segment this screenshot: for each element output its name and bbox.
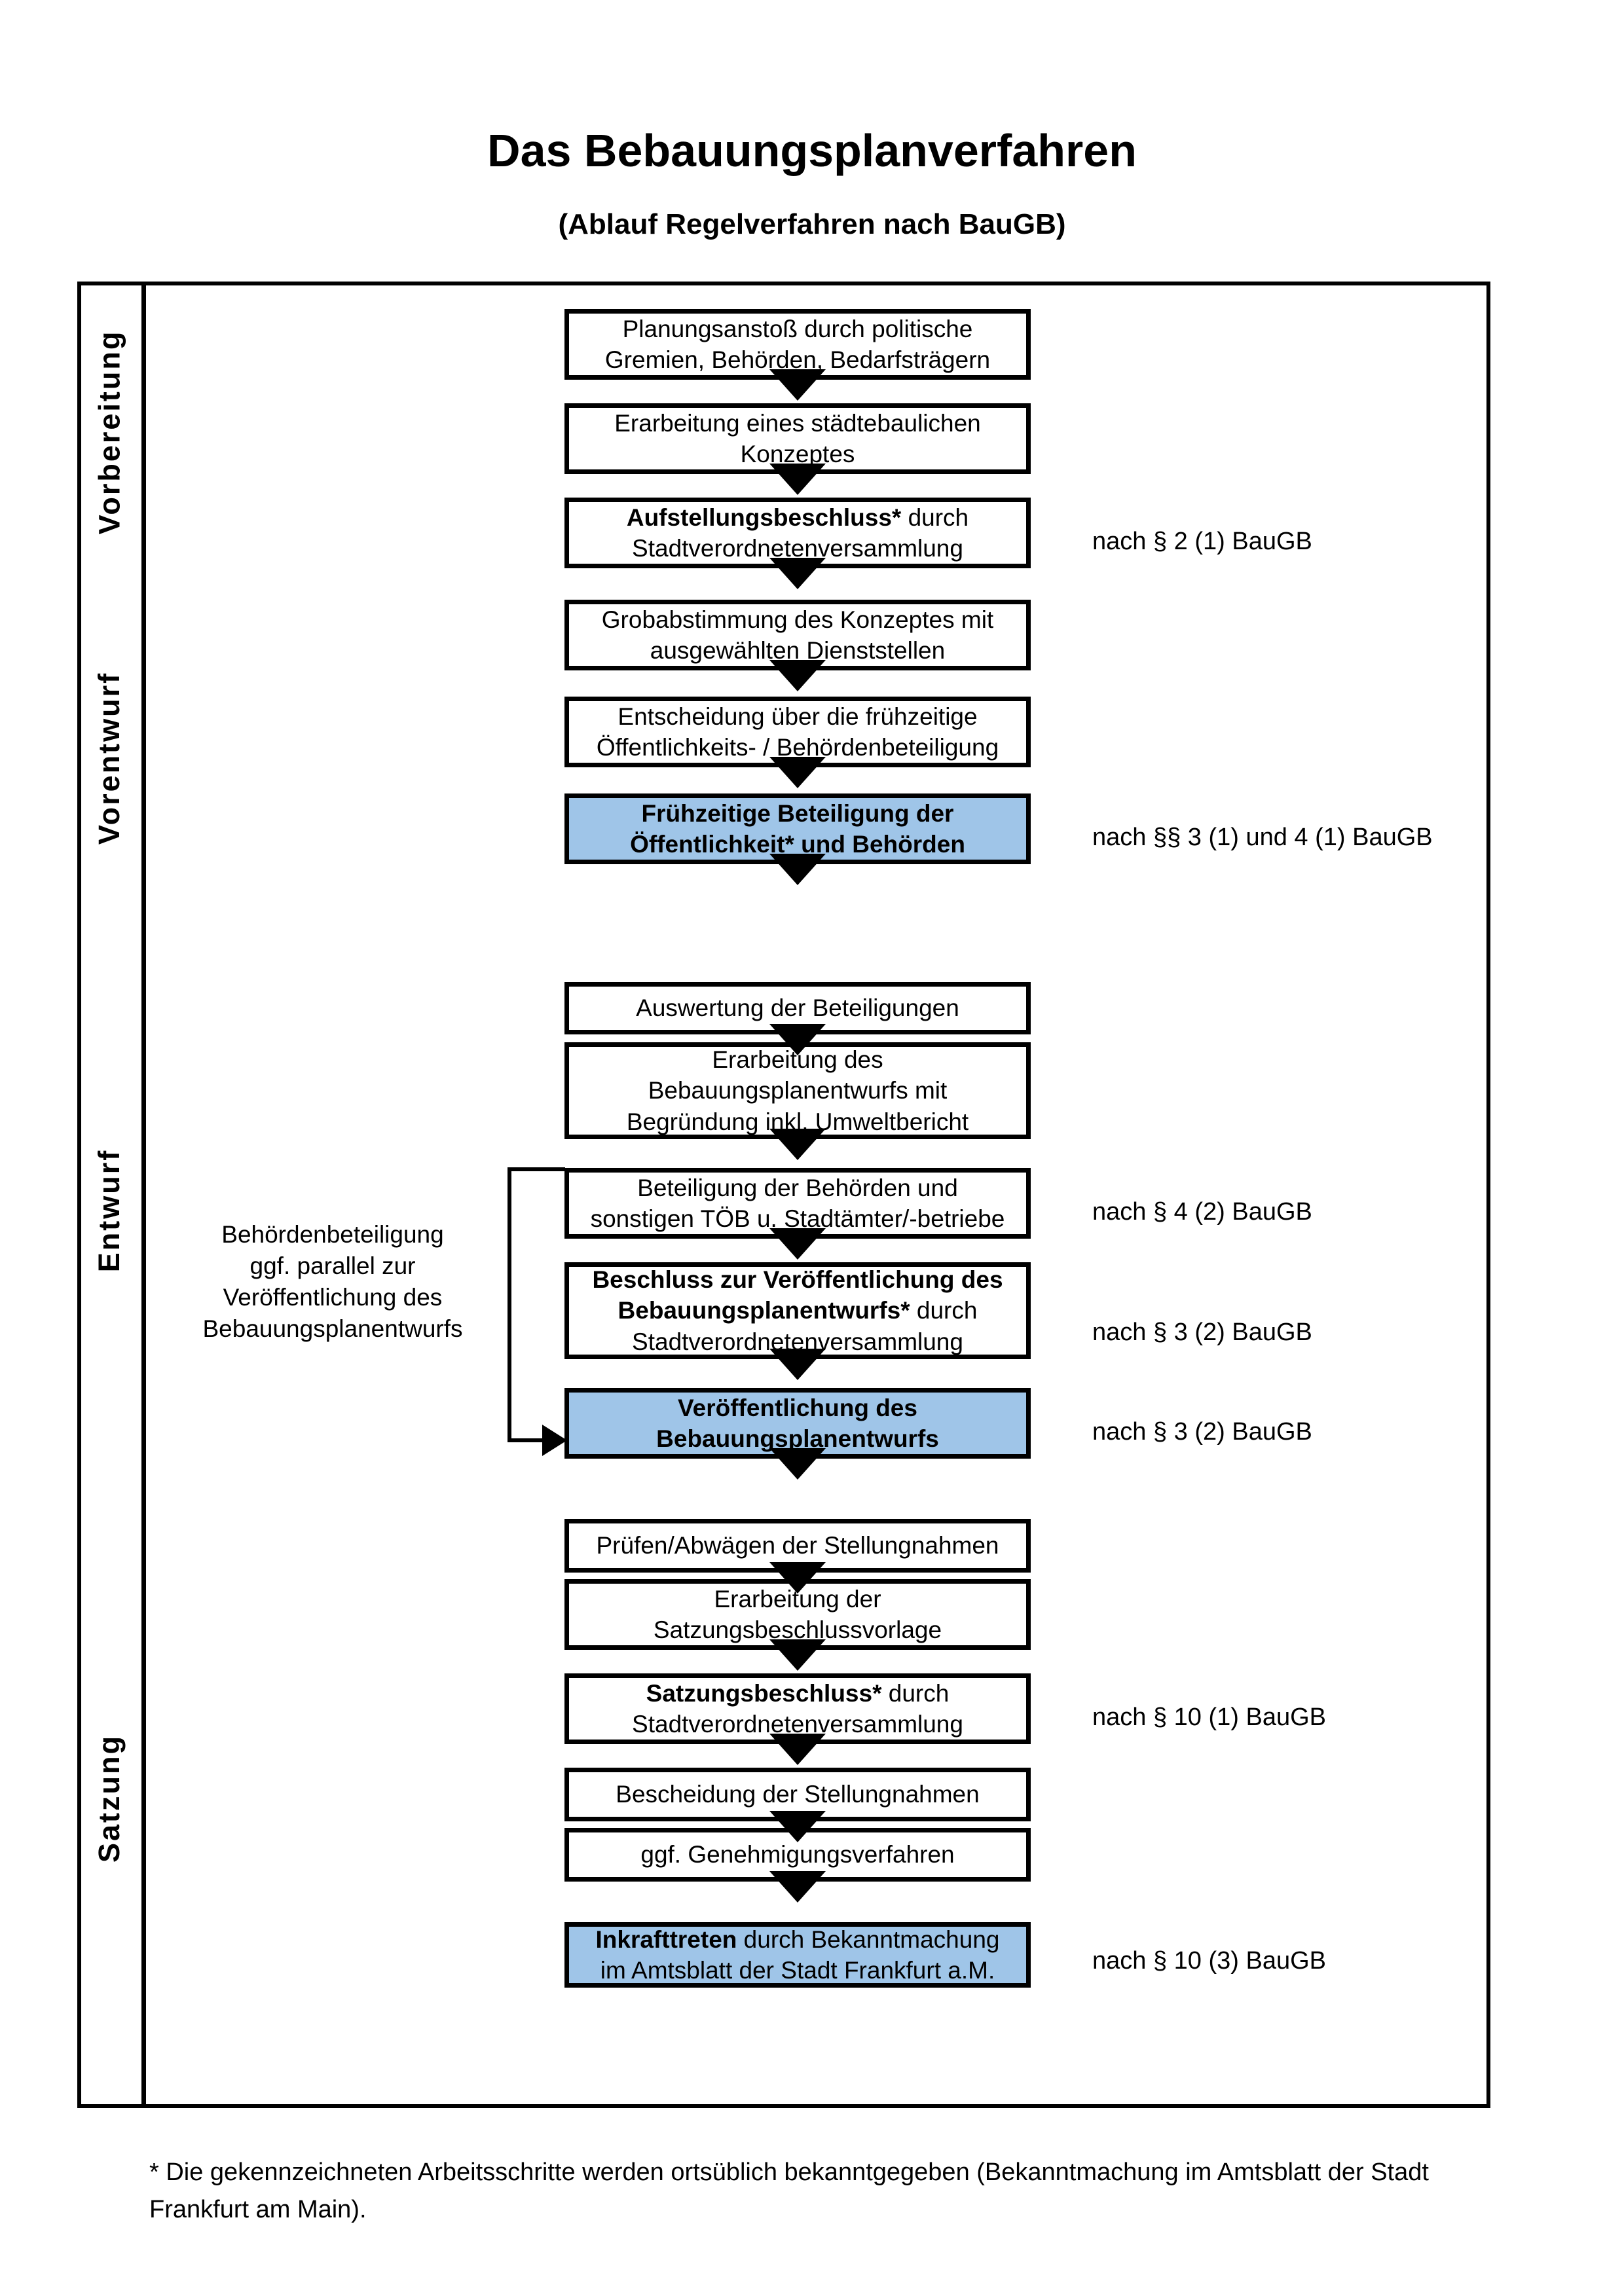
feedback-loop-bottom <box>507 1438 547 1442</box>
legal-reference-veroeffentlichung-entwurf: nach § 3 (2) BauGB <box>1092 1418 1312 1446</box>
section-label-divider <box>141 282 146 2108</box>
emphasis-text: Bebauungsplanentwurfs <box>656 1425 939 1452</box>
legal-reference-aufstellungsbeschluss: nach § 2 (1) BauGB <box>1092 528 1312 555</box>
arrow-down-icon <box>769 1129 826 1160</box>
emphasis-text: Inkrafttreten <box>595 1925 737 1953</box>
arrow-down-icon <box>769 1228 826 1260</box>
side-note-line: ggf. parallel zur <box>249 1252 416 1280</box>
arrow-down-icon <box>769 854 826 885</box>
arrow-down-icon <box>769 1024 826 1055</box>
legal-reference-beschluss-veroeffentlichung: nach § 3 (2) BauGB <box>1092 1319 1312 1346</box>
legal-reference-inkrafttreten: nach § 10 (3) BauGB <box>1092 1947 1326 1975</box>
process-box-text: Bescheidung der Stellungnahmen <box>616 1781 980 1808</box>
process-box-text: ggf. Genehmigungsverfahren <box>640 1841 955 1868</box>
arrow-down-icon <box>769 464 826 495</box>
emphasis-text: Beschluss zur Veröffentlichung des Bebau… <box>592 1266 1003 1324</box>
process-box-beschluss-veroeffentlichung[interactable]: Beschluss zur Veröffentlichung des Bebau… <box>564 1262 1031 1359</box>
emphasis-text: Veröffentlichung des <box>678 1394 917 1421</box>
arrow-down-icon <box>769 1811 826 1842</box>
section-label-text: Vorentwurf <box>92 671 126 845</box>
feedback-loop-left <box>507 1167 511 1442</box>
page-subtitle: (Ablauf Regelverfahren nach BauGB) <box>558 208 1066 240</box>
page-title: Das Bebauungsplanverfahren <box>487 125 1137 176</box>
process-box-text: Beschluss zur Veröffentlichung des Bebau… <box>592 1266 1003 1355</box>
section-label-text: Satzung <box>92 1734 126 1863</box>
section-label-entwurf: Entwurf <box>77 933 141 1488</box>
section-label-vorbereitung: Vorbereitung <box>77 282 141 583</box>
process-box-text: Prüfen/Abwägen der Stellungnahmen <box>596 1532 999 1559</box>
emphasis-text: Öffentlichkeit* und Behörden <box>630 831 965 858</box>
legal-reference-beteiligung-behoerden-toeb: nach § 4 (2) BauGB <box>1092 1198 1312 1226</box>
emphasis-text: Aufstellungsbeschluss* <box>626 503 902 531</box>
section-label-text: Entwurf <box>92 1148 126 1273</box>
emphasis-text: Frühzeitige Beteiligung der <box>641 799 954 827</box>
arrow-down-icon <box>769 369 826 401</box>
arrow-down-icon <box>769 1448 826 1480</box>
legal-reference-fruehzeitige-beteiligung: nach §§ 3 (1) und 4 (1) BauGB <box>1092 824 1433 851</box>
emphasis-text: Satzungsbeschluss* <box>646 1679 882 1707</box>
arrow-down-icon <box>769 558 826 589</box>
section-label-text: Vorbereitung <box>92 329 126 535</box>
feedback-loop-top <box>507 1167 565 1171</box>
arrow-down-icon <box>769 757 826 788</box>
side-note-line: Bebauungsplanentwurfs <box>202 1315 463 1343</box>
arrow-down-icon <box>769 660 826 691</box>
side-note-line: Behördenbeteiligung <box>221 1221 444 1248</box>
process-box-text: Auswertung der Beteiligungen <box>636 994 959 1022</box>
arrow-down-icon <box>769 1562 826 1594</box>
legal-reference-satzungsbeschluss: nach § 10 (1) BauGB <box>1092 1704 1326 1731</box>
arrow-down-icon <box>769 1639 826 1671</box>
arrow-down-icon <box>769 1349 826 1380</box>
section-label-vorentwurf: Vorentwurf <box>77 583 141 933</box>
footnote: * Die gekennzeichneten Arbeitsschritte w… <box>149 2159 1429 2223</box>
side-note-line: Veröffentlichung des <box>223 1284 443 1311</box>
section-label-satzung: Satzung <box>77 1488 141 2108</box>
arrow-down-icon <box>769 1734 826 1765</box>
arrow-down-icon <box>769 1871 826 1903</box>
feedback-loop-arrow-icon <box>542 1425 567 1456</box>
